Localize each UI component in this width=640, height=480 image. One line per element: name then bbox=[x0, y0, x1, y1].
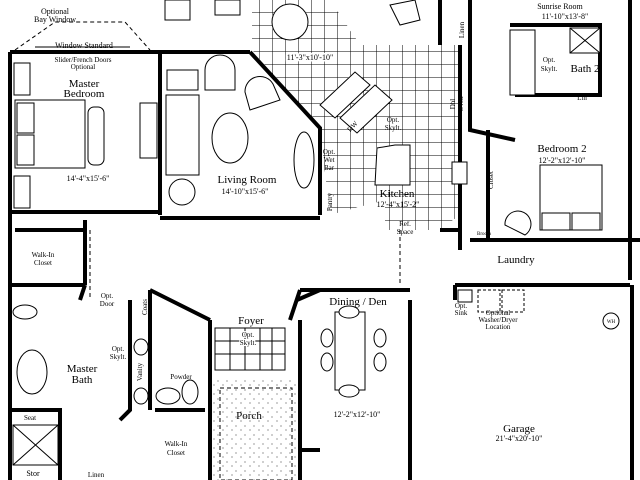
kitchen-skylt-1: Opt. bbox=[387, 116, 400, 124]
powder-label: Powder bbox=[170, 373, 192, 381]
ref-label-1: Ref. bbox=[399, 220, 411, 228]
bath-skylt-2: Skylt. bbox=[110, 353, 127, 361]
seat-label: Seat bbox=[24, 414, 36, 422]
porch-outline bbox=[219, 387, 293, 480]
foyer-label: Foyer bbox=[238, 315, 264, 327]
master-bath-label-1: Master bbox=[67, 363, 98, 375]
coats-label: Coats bbox=[141, 299, 149, 315]
wd-1: Optional bbox=[486, 309, 511, 317]
bath2-skylt-2: Skylt. bbox=[541, 65, 558, 73]
sunrise-room-label: Sunrise Room bbox=[537, 2, 583, 11]
porch-floor bbox=[210, 378, 302, 480]
laundry-label: Laundry bbox=[497, 254, 535, 266]
stor-label: Stor bbox=[26, 469, 40, 478]
master-bedroom-dims: 14'-4"x15'-6" bbox=[67, 174, 110, 183]
foyer-tiles bbox=[215, 328, 285, 370]
bedroom2-dims: 12'-2"x12'-10" bbox=[539, 156, 586, 165]
master-bedroom-label-1: Master bbox=[69, 78, 100, 90]
pantry-label: Pantry bbox=[326, 192, 334, 211]
wet-bar-1: Opt. bbox=[323, 148, 336, 156]
vanity-label: Vanity bbox=[136, 362, 144, 381]
bedroom2-label: Bedroom 2 bbox=[537, 143, 586, 155]
opt-door-2: Door bbox=[100, 300, 115, 308]
ref-label-2: Space bbox=[397, 228, 414, 236]
foyer-skylt-2: Skylt. bbox=[240, 339, 257, 347]
bath-skylt-1: Opt. bbox=[112, 345, 125, 353]
garage-dims: 21'-4"x20'-10" bbox=[496, 434, 543, 443]
furniture bbox=[12, 0, 620, 466]
label-slider-doors: Slider/French Doors bbox=[55, 56, 112, 64]
walkin2-label-2: Closet bbox=[167, 449, 185, 457]
bay-window-outline bbox=[14, 21, 151, 51]
kitchen-skylt-2: Skylt. bbox=[385, 124, 402, 132]
label-bay-window: Bay Window bbox=[34, 15, 76, 24]
wet-bar-2: Wet bbox=[323, 156, 334, 164]
bath2-label: Bath 2 bbox=[570, 63, 599, 75]
walkin1-label-2: Closet bbox=[34, 259, 52, 267]
label-optional: Optional bbox=[41, 7, 70, 16]
sink-1: Opt. bbox=[455, 302, 468, 310]
walkin1-label-1: Walk-In bbox=[32, 251, 55, 259]
wd-2: Washer/Dryer bbox=[478, 316, 518, 324]
bath2-lin: Lin bbox=[577, 94, 587, 102]
nook-dims: 11'-3"x10'-10" bbox=[287, 53, 333, 62]
walkin2-label-1: Walk-In bbox=[165, 440, 188, 448]
living-room-label: Living Room bbox=[218, 174, 277, 186]
dining-dims: 12'-2"x12'-10" bbox=[334, 410, 381, 419]
porch-label: Porch bbox=[236, 410, 262, 422]
linen-label: Linen bbox=[458, 21, 466, 38]
dashed-lines bbox=[89, 230, 401, 330]
oven-label: Oven bbox=[457, 96, 465, 112]
dbl-label: Dbl bbox=[449, 99, 457, 110]
kitchen-dims: 12'-4"x15'-2" bbox=[377, 200, 420, 209]
sunrise-room-dims: 11'-10"x13'-8" bbox=[542, 12, 588, 21]
living-room-dims: 14'-10"x15'-6" bbox=[222, 187, 269, 196]
broom-label: Broom bbox=[477, 232, 491, 237]
label-window-standard: Window Standard bbox=[55, 41, 113, 50]
wd-3: Location bbox=[486, 323, 511, 331]
dining-label: Dining / Den bbox=[329, 296, 387, 308]
bath2-skylt-1: Opt. bbox=[543, 56, 556, 64]
sink-2: Sink bbox=[455, 309, 468, 317]
label-slider-optional: Optional bbox=[71, 63, 96, 71]
garage-label: Garage bbox=[503, 423, 535, 435]
opt-door-1: Opt. bbox=[101, 292, 114, 300]
walls bbox=[8, 0, 640, 480]
water-heater-label: WH bbox=[607, 320, 616, 325]
foyer-skylt-1: Opt. bbox=[242, 331, 255, 339]
master-bath-label-2: Bath bbox=[72, 374, 93, 386]
kitchen-label: Kitchen bbox=[380, 188, 415, 200]
master-bedroom-label-2: Bedroom bbox=[64, 88, 105, 100]
closet-label: Closet bbox=[487, 171, 495, 189]
wet-bar-3: Bar bbox=[324, 164, 335, 172]
linen-bath-label: Linen bbox=[88, 471, 105, 479]
